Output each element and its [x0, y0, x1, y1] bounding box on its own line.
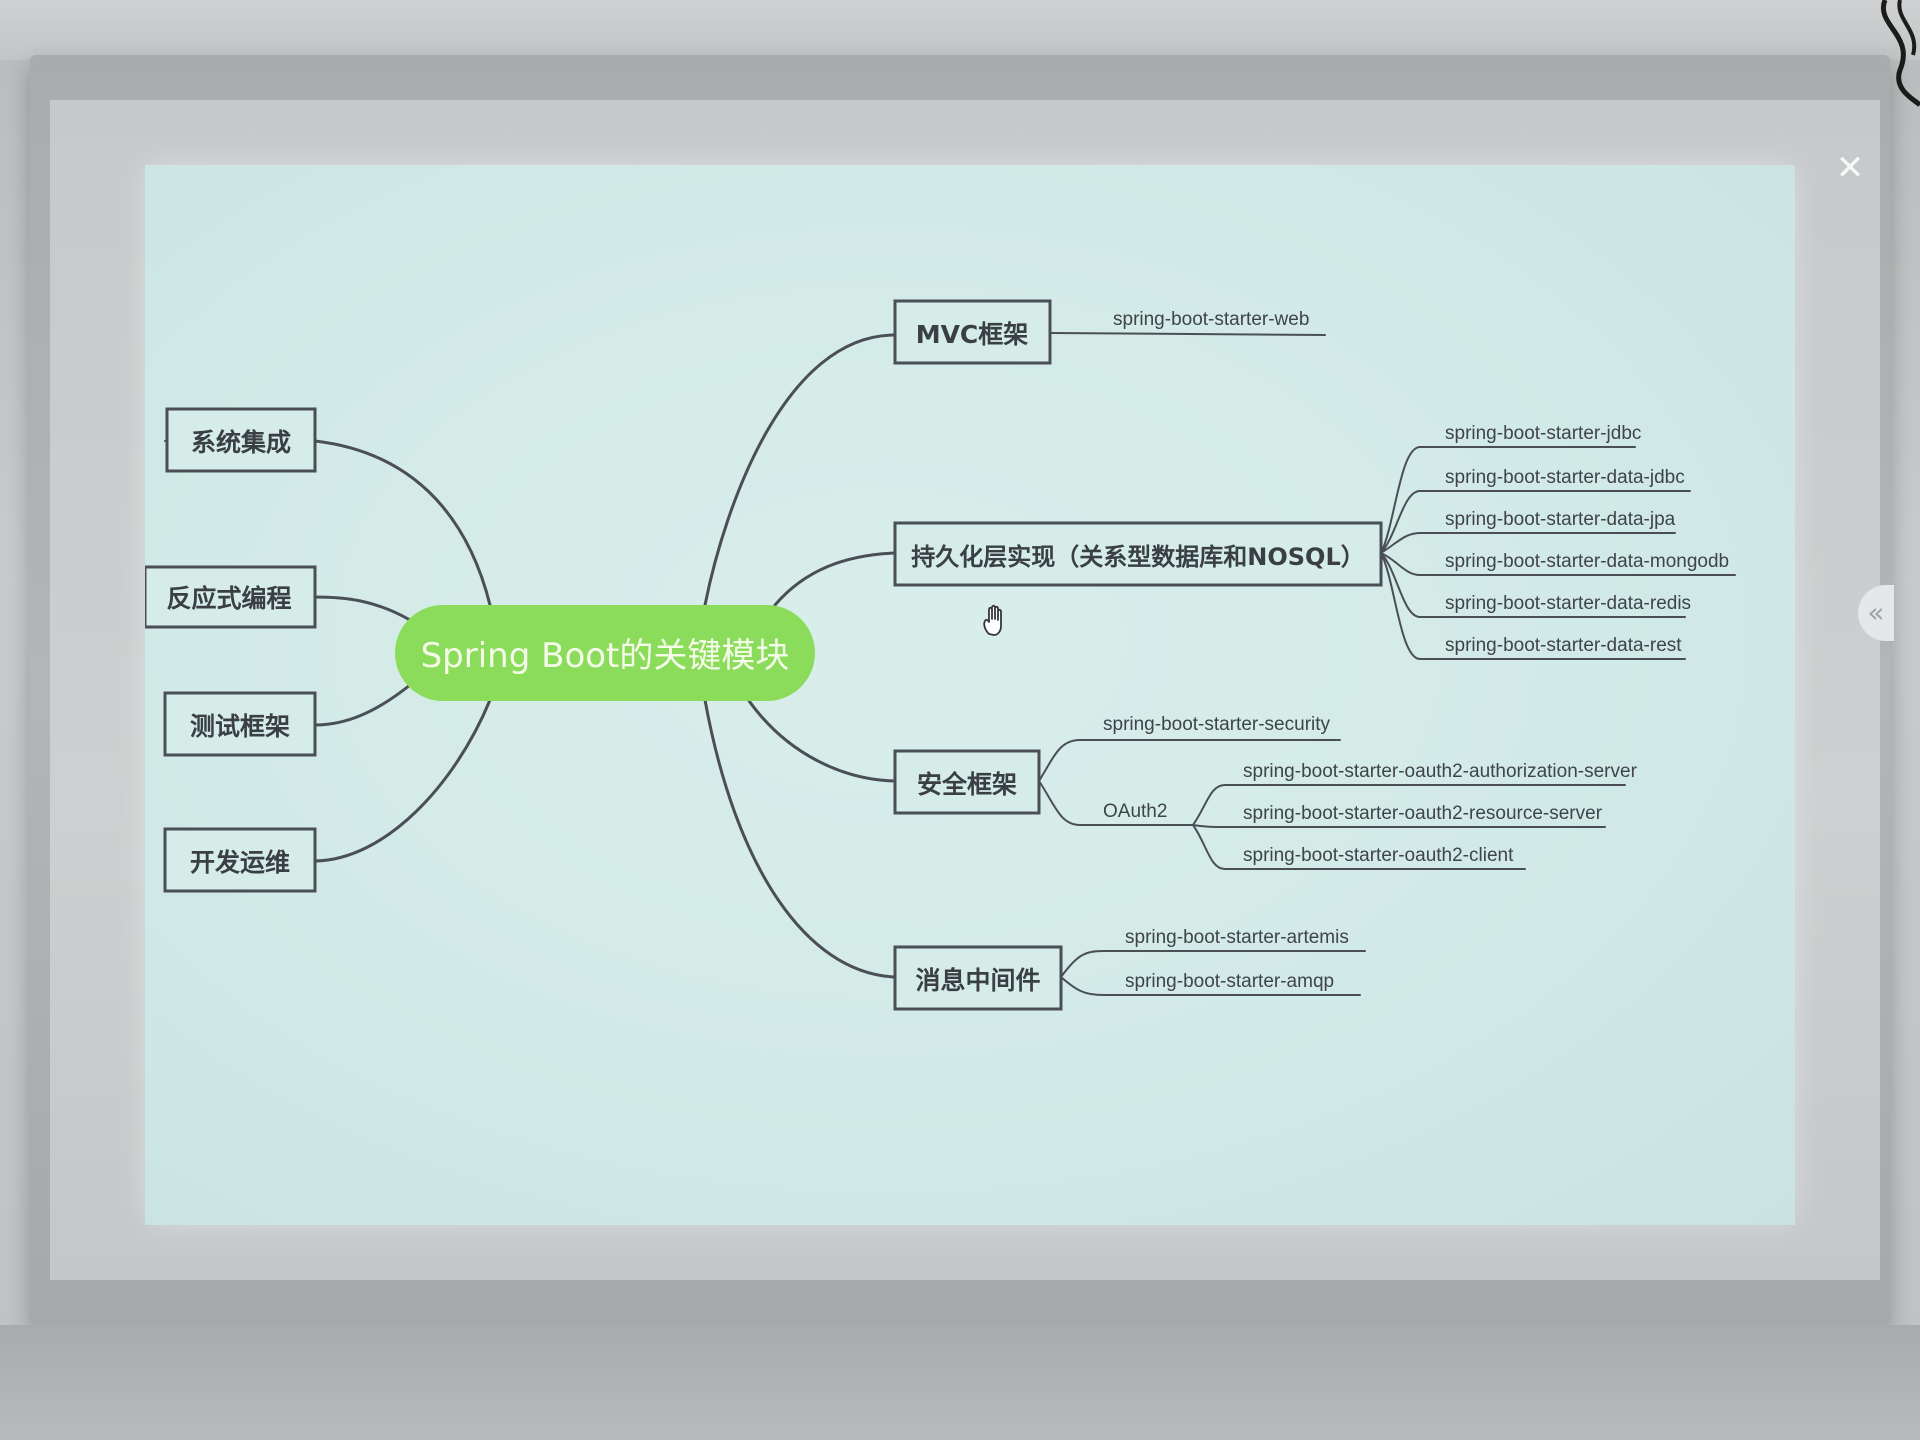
- leaf-data-redis: spring-boot-starter-data-redis: [1445, 593, 1691, 614]
- right-node-2-label: 安全框架: [917, 770, 1017, 799]
- left-node-3[interactable]: 开发运维: [163, 827, 317, 893]
- leaf-oauth2-authorization-server: spring-boot-starter-oauth2-authorization…: [1243, 761, 1638, 782]
- connector-center-left-3: [313, 698, 492, 863]
- mind-map: Spring Boot的关键模块 系统集成 反应式编程 测试框架 开发运维 MV…: [145, 299, 1736, 1011]
- right-node-1[interactable]: 持久化层实现（关系型数据库和NOSQL）: [893, 521, 1383, 587]
- left-node-3-label: 开发运维: [190, 848, 290, 877]
- right-node-1-label: 持久化层实现（关系型数据库和NOSQL）: [911, 543, 1364, 571]
- right-node-0-label: MVC框架: [916, 320, 1029, 349]
- right-node-3-label: 消息中间件: [915, 966, 1040, 995]
- leaf-data-jdbc: spring-boot-starter-data-jdbc: [1445, 467, 1685, 488]
- right-node-0[interactable]: MVC框架: [893, 299, 1052, 365]
- leaf-data-rest: spring-boot-starter-data-rest: [1445, 635, 1682, 656]
- leaf-amqp: spring-boot-starter-amqp: [1125, 971, 1334, 992]
- security-connectors: [1038, 739, 1626, 870]
- left-node-2[interactable]: 测试框架: [163, 691, 317, 757]
- persistence-leaf-connectors: [1380, 446, 1736, 660]
- leaf-web: spring-boot-starter-web: [1113, 309, 1309, 330]
- right-node-3[interactable]: 消息中间件: [893, 945, 1063, 1011]
- connector-center-left-0: [313, 439, 492, 607]
- connector-center-left-2: [313, 683, 412, 727]
- left-node-0[interactable]: 系统集成: [165, 407, 317, 473]
- leaf-oauth2-client: spring-boot-starter-oauth2-client: [1243, 845, 1514, 866]
- leaf-artemis: spring-boot-starter-artemis: [1125, 927, 1349, 948]
- projector-cable: [1880, 0, 1920, 107]
- connector-center-right-2: [743, 693, 897, 783]
- leaf-underline: [1049, 332, 1326, 336]
- floor-background: [0, 1325, 1920, 1440]
- close-icon[interactable]: ✕: [1835, 148, 1865, 188]
- center-node[interactable]: Spring Boot的关键模块: [395, 605, 815, 701]
- connector-center-right-1: [773, 551, 897, 607]
- left-node-0-label: 系统集成: [191, 428, 291, 457]
- leaf-jdbc: spring-boot-starter-jdbc: [1445, 423, 1641, 444]
- leaf-data-mongodb: spring-boot-starter-data-mongodb: [1445, 551, 1729, 572]
- left-node-1-label: 反应式编程: [166, 584, 291, 613]
- connector-center-right-3: [703, 698, 897, 979]
- left-node-2-label: 测试框架: [190, 712, 290, 741]
- right-node-2[interactable]: 安全框架: [893, 749, 1041, 815]
- wall-background: [0, 0, 1920, 60]
- presentation-slide: Spring Boot的关键模块 系统集成 反应式编程 测试框架 开发运维 MV…: [145, 165, 1795, 1225]
- center-node-label: Spring Boot的关键模块: [421, 636, 790, 676]
- leaf-security: spring-boot-starter-security: [1103, 714, 1331, 735]
- left-node-1[interactable]: 反应式编程: [145, 565, 317, 629]
- messaging-connectors: [1060, 950, 1366, 996]
- connector-center-left-1: [313, 595, 412, 622]
- leaf-data-jpa: spring-boot-starter-data-jpa: [1445, 509, 1676, 530]
- leaf-oauth2-resource-server: spring-boot-starter-oauth2-resource-serv…: [1243, 803, 1603, 824]
- connector-center-right-0: [703, 333, 897, 607]
- hand-cursor-icon: [983, 604, 1002, 636]
- oauth2-label: OAuth2: [1103, 801, 1167, 822]
